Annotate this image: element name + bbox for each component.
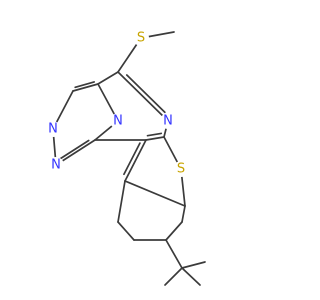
bond-line: [181, 261, 206, 269]
bond-line: [125, 74, 166, 114]
atom-label-n-ring-b: N: [113, 114, 123, 129]
atom-mask: [110, 113, 126, 129]
atom-label-n-triazole-b: N: [51, 158, 61, 173]
atom-label-n-ring-a: N: [163, 114, 173, 129]
bond-line: [165, 221, 183, 241]
bond-line: [117, 71, 169, 122]
atom-s-thiophene: S: [173, 161, 189, 177]
atom-n-ring-a: N: [160, 113, 176, 129]
bond-line: [164, 267, 183, 286]
atom-n-ring-b: N: [110, 113, 126, 129]
atom-label-s-methyl: S: [137, 31, 145, 46]
bond-line: [117, 221, 135, 241]
atom-n-triazole-a: N: [45, 121, 61, 137]
bond-line: [181, 205, 186, 223]
atom-s-methyl: S: [133, 30, 149, 46]
bond-line: [97, 71, 119, 85]
bond-line: [58, 139, 90, 161]
atom-mask: [173, 161, 189, 177]
atom-label-n-triazole-a: N: [48, 122, 58, 137]
bond-line: [117, 180, 126, 223]
structure-canvas: S N N N N S: [45, 30, 206, 286]
bond-line: [145, 136, 165, 141]
atom-mask: [133, 30, 149, 46]
atom-mask: [160, 113, 176, 129]
atom-label-s-thiophene: S: [177, 162, 185, 177]
bond-line: [181, 267, 201, 286]
bond-line: [124, 139, 147, 182]
bond-line: [72, 83, 99, 92]
atom-mask: [45, 121, 61, 137]
atom-n-triazole-b: N: [48, 157, 64, 173]
bond-line: [123, 142, 141, 176]
bond-line: [74, 81, 96, 89]
bond-line: [146, 132, 163, 137]
atom-mask: [48, 157, 64, 173]
bond-line: [124, 180, 186, 207]
bond-layer: [52, 31, 206, 286]
bond-line: [165, 239, 183, 269]
molecule-structure: S N N N N S: [45, 30, 206, 286]
